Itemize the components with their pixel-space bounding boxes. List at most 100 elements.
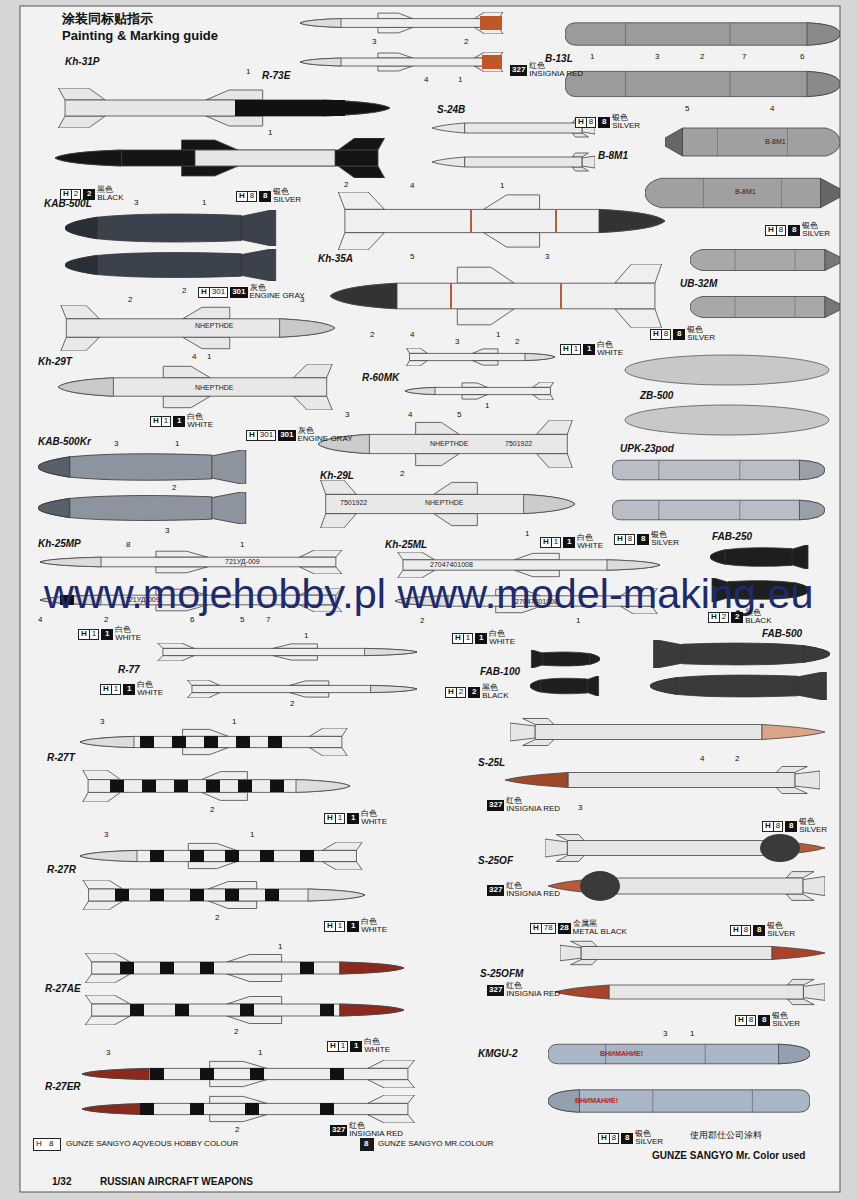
- aqueous-code: H1: [78, 629, 99, 640]
- callout-number: 2: [128, 296, 132, 305]
- color-name: 黑色: [97, 186, 123, 194]
- color-chip: H88银色SILVER: [236, 188, 301, 205]
- aqueous-code: H1: [100, 684, 121, 695]
- aqueous-code: H8: [765, 225, 786, 236]
- color-name: WHITE: [187, 421, 213, 429]
- callout-number: 1: [202, 199, 206, 208]
- color-name: SILVER: [799, 826, 827, 834]
- paint-prefix: H: [151, 417, 161, 426]
- callout-number: 3: [100, 718, 104, 727]
- paint-number: 2: [456, 688, 465, 697]
- stencil-text: ВНИМАНИЕ!: [575, 1097, 618, 1105]
- paint-number: 1: [347, 921, 359, 932]
- color-name: 白色: [361, 810, 387, 818]
- color-name-stack: 金属黑METAL BLACK: [573, 920, 627, 937]
- color-name: INSIGNIA RED: [506, 990, 560, 998]
- callout-number: 2: [290, 700, 294, 709]
- paint-number: 1: [463, 634, 472, 643]
- aqueous-code: H1: [327, 1041, 348, 1052]
- color-name: 红色: [506, 797, 560, 805]
- color-chip: H88银色SILVER: [598, 1130, 663, 1147]
- paint-prefix: H: [247, 431, 257, 440]
- paint-number: 301: [209, 288, 227, 297]
- callout-number: 1: [250, 831, 254, 840]
- color-name: 白色: [597, 341, 623, 349]
- callout-number: 3: [663, 1030, 667, 1039]
- color-name: WHITE: [597, 349, 623, 357]
- weapon-name: Kh-31P: [65, 56, 99, 67]
- color-name-stack: 银色SILVER: [802, 222, 830, 239]
- paint-number: 301: [230, 287, 247, 298]
- paint-number: 78: [541, 924, 555, 933]
- color-name-stack: 白色WHITE: [577, 534, 603, 551]
- paint-number: 301: [278, 430, 295, 441]
- footer-text: 1/32: [52, 1176, 71, 1187]
- color-name: ENGINE GRAY: [250, 292, 305, 300]
- paint-prefix: H: [453, 634, 463, 643]
- stencil-text: NHEPTHDE: [195, 384, 234, 392]
- color-name: INSIGNIA RED: [529, 70, 583, 78]
- callout-number: 2: [735, 755, 739, 764]
- paint-number: 8: [673, 329, 685, 340]
- weapon-name: UPK-23pod: [620, 443, 674, 454]
- callout-number: 2: [235, 1126, 239, 1135]
- color-chip: H22黑色BLACK: [445, 684, 508, 701]
- callout-number: 4: [192, 353, 196, 362]
- paint-number: 1: [475, 633, 487, 644]
- paint-prefix: H: [325, 922, 335, 931]
- weapon-name: Kh-29L: [320, 470, 354, 481]
- aqueous-code: H8: [598, 1133, 619, 1144]
- paint-number: 1: [571, 345, 580, 354]
- paint-number: 327: [487, 885, 504, 896]
- aqueous-code: H301: [246, 430, 276, 441]
- paint-number: 8: [598, 117, 610, 128]
- color-name: SILVER: [651, 539, 679, 547]
- color-name-stack: 白色WHITE: [137, 681, 163, 698]
- color-chip: H88银色SILVER: [650, 326, 715, 343]
- callout-number: 2: [210, 806, 214, 815]
- callout-number: 5: [240, 616, 244, 625]
- paint-number: 2: [731, 612, 743, 623]
- weapon-name: B-8M1: [598, 150, 628, 161]
- color-chip: 327红色INSIGNIA RED: [487, 882, 560, 899]
- color-name: 白色: [187, 413, 213, 421]
- color-name: SILVER: [772, 1020, 800, 1028]
- color-name-stack: 白色WHITE: [489, 630, 515, 647]
- color-name-stack: 红色INSIGNIA RED: [529, 62, 583, 79]
- color-name: WHITE: [115, 634, 141, 642]
- callout-number: 2: [104, 616, 108, 625]
- weapon-name: FAB-100: [480, 666, 520, 677]
- weapon-name: FAB-250: [712, 531, 752, 542]
- paint-number: 8: [785, 821, 797, 832]
- callout-number: 3: [578, 804, 582, 813]
- callout-number: 1: [268, 129, 272, 138]
- weapon-name: Kh-25ML: [385, 539, 427, 550]
- color-chip: H11白色WHITE: [150, 413, 213, 430]
- color-name: 红色: [506, 982, 560, 990]
- callout-number: 3: [106, 1049, 110, 1058]
- aqueous-code: H8: [614, 534, 635, 545]
- paint-number: 2: [71, 190, 80, 199]
- color-chip: H88银色SILVER: [735, 1012, 800, 1029]
- callout-number: 4: [770, 105, 774, 114]
- color-name: 金属黑: [573, 920, 627, 928]
- callout-number: 5: [685, 105, 689, 114]
- callout-number: 2: [215, 914, 219, 923]
- stencil-text: 27047401008: [430, 561, 473, 569]
- aqueous-code: H8: [762, 821, 783, 832]
- weapon-name: S-25OF: [478, 855, 513, 866]
- weapon-name: UB-32M: [680, 278, 717, 289]
- callout-number: 7: [266, 616, 270, 625]
- callout-number: 2: [344, 181, 348, 190]
- color-name-stack: 红色INSIGNIA RED: [506, 882, 560, 899]
- paint-number: 8: [753, 925, 765, 936]
- color-chip: 327红色INSIGNIA RED: [487, 982, 560, 999]
- color-name: SILVER: [687, 334, 715, 342]
- color-name: 灰色: [250, 284, 305, 292]
- callout-number: 3: [134, 199, 138, 208]
- footer-text: GUNZE SANGYO Mr. Color used: [652, 1150, 805, 1161]
- color-name: ENGINE GRAY: [298, 435, 353, 443]
- aqueous-code: H8: [735, 1015, 756, 1026]
- paint-prefix: H: [561, 345, 571, 354]
- callout-number: 1: [240, 541, 244, 550]
